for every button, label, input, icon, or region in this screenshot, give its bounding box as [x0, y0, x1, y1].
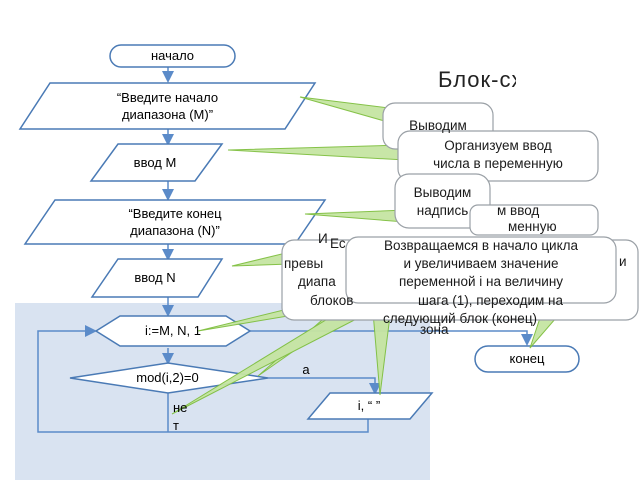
- callout-exit-line-3-left: блоков: [310, 293, 354, 308]
- callout-loop-line-1: Возвращаемся в начало цикла: [383, 238, 579, 253]
- input-m-label: ввод М: [133, 155, 177, 170]
- callout-exit-line-4: следующий блок (конец): [382, 311, 538, 326]
- callout-input-1-line-2: числа в переменную: [433, 156, 563, 171]
- slide-title: Блок-схема: [438, 68, 516, 92]
- callout-output-2-line-1: Выводим: [413, 185, 472, 200]
- prompt-start-output: [18, 82, 317, 130]
- callout-back-fragment-n: и: [619, 254, 627, 269]
- end-terminator: [474, 345, 580, 373]
- callout-input-2-back-line-2: менную: [508, 219, 557, 234]
- callout-tail-input-1: [227, 144, 406, 161]
- condition-label: mod(i,2)=0: [136, 370, 199, 385]
- callout-input-1-line-1: Организуем ввод: [444, 138, 552, 153]
- callout-loop: [345, 236, 617, 304]
- callout-exit-line-1-right: превы: [284, 256, 324, 271]
- callout-input-2-back: [469, 204, 599, 236]
- start-terminator: [109, 44, 236, 68]
- loop-block: [94, 315, 252, 347]
- prompt-end-line-2: диапазона (N)”: [130, 223, 220, 238]
- callout-exit-line-2-left: диапа: [298, 274, 336, 289]
- input-m-block: [89, 143, 224, 182]
- callout-exit-line-1-left: Ес: [330, 236, 346, 251]
- callout-input-2-back-line-1: м ввод: [497, 203, 540, 218]
- callout-tail-input-2: [231, 251, 291, 267]
- callout-input-1: [397, 130, 599, 182]
- callout-output-2: [394, 173, 491, 229]
- callout-output-1-text: Выводим: [409, 118, 467, 133]
- no-label-line-2: т: [173, 418, 179, 433]
- callout-back-fragment-range: зона: [420, 322, 449, 337]
- output-i-block: [306, 392, 434, 420]
- condition-decision: [69, 362, 269, 394]
- callout-output-2-line-2: надпись: [416, 203, 469, 218]
- prompt-start-line-1: “Введите начало: [116, 90, 219, 105]
- input-n-block: [90, 258, 224, 298]
- output-i-label: i, “ ”: [357, 398, 381, 413]
- start-label: начало: [150, 48, 195, 63]
- callout-back-fragment-i: И: [318, 231, 328, 246]
- loop-label: i:=M, N, 1: [145, 323, 201, 338]
- callout-exit-line-3-right: шага (1), переходим на: [418, 293, 563, 308]
- prompt-end-line-1: “Введите конец: [128, 206, 222, 221]
- callout-loop-line-2: и увеличиваем значение: [403, 256, 559, 271]
- no-label-line-1: не: [173, 400, 188, 415]
- input-n-label: ввод N: [134, 270, 176, 285]
- prompt-start-line-2: диапазона (М)”: [121, 107, 214, 122]
- yes-label-fragment: а: [302, 362, 310, 377]
- end-label: конец: [509, 351, 545, 366]
- callout-loop-line-3: переменной i на величину: [398, 274, 564, 289]
- callout-tail-output-2: [304, 209, 407, 223]
